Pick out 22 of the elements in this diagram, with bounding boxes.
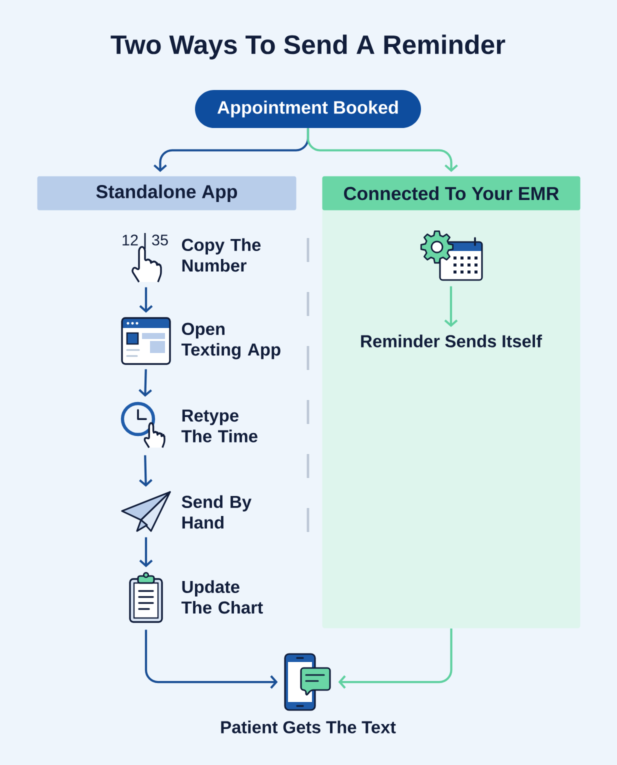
arrow bbox=[139, 287, 153, 313]
gear-calendar-icon bbox=[420, 230, 483, 281]
number-text: 35 bbox=[152, 234, 168, 246]
arrow bbox=[444, 286, 458, 328]
arrow bbox=[139, 455, 152, 487]
step-label: Open Texting App bbox=[181, 322, 280, 360]
title: Two Ways To Send A Reminder bbox=[110, 34, 506, 60]
column-header: Standalone App bbox=[37, 176, 296, 210]
rounded-box: Appointment Booked bbox=[195, 90, 421, 128]
column-header: Connected To Your EMR bbox=[322, 176, 580, 210]
step-label: Patient Gets The Text bbox=[221, 720, 396, 734]
step-label: Send By Hand bbox=[182, 495, 252, 529]
step-label: Reminder Sends Itself bbox=[361, 334, 542, 348]
arrow bbox=[138, 369, 152, 397]
step-label: Copy The Number bbox=[182, 238, 261, 272]
step-label: Update The Chart bbox=[181, 580, 263, 614]
arrow bbox=[144, 630, 278, 689]
arrow bbox=[306, 128, 458, 172]
arrow bbox=[139, 537, 153, 568]
step-label: Retype The Time bbox=[181, 410, 258, 442]
number-text: 12 bbox=[122, 234, 138, 246]
arrow bbox=[338, 628, 452, 689]
